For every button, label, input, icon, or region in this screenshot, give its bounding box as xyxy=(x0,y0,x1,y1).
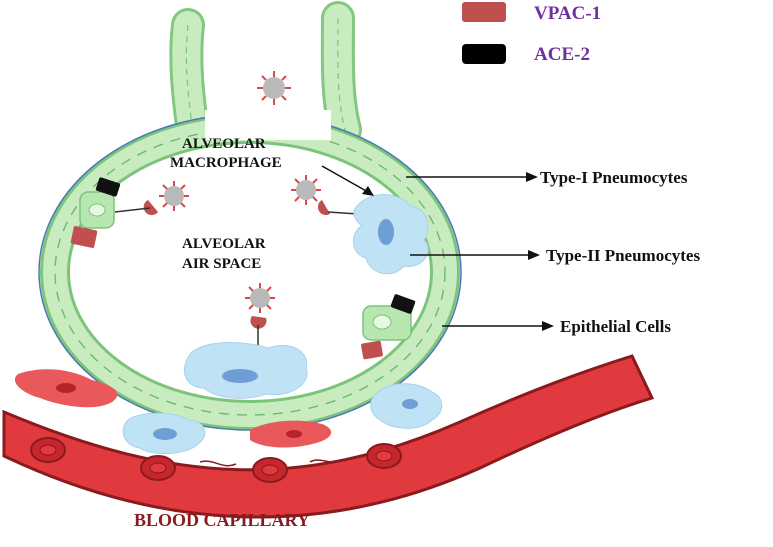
vpac1-receptor xyxy=(70,226,98,248)
bronchiole-right xyxy=(320,1,362,147)
virus-icon xyxy=(159,181,189,211)
ace2-legend-label: ACE-2 xyxy=(534,44,590,65)
epithelial-cells-label: Epithelial Cells xyxy=(560,317,671,336)
vpac1-receptors-bound xyxy=(114,200,359,348)
macrophage-lower-right xyxy=(370,383,443,429)
type2-cell-left xyxy=(70,177,121,248)
bronchiole-left xyxy=(169,8,209,142)
virus-particles xyxy=(159,71,321,313)
fibroblast-cells xyxy=(14,369,332,448)
alveolus-wall xyxy=(38,110,462,431)
red-blood-cells xyxy=(30,437,402,483)
air-space-label-line1: ALVEOLAR xyxy=(182,236,266,252)
virus-icon xyxy=(245,283,275,313)
ace2-receptor xyxy=(390,294,416,314)
macrophage-right xyxy=(353,194,429,275)
ace2-receptor xyxy=(95,177,121,197)
type2-cell-right xyxy=(361,294,416,360)
macrophage-lower-left xyxy=(122,412,206,455)
vpac1-legend-label: VPAC-1 xyxy=(534,3,601,24)
callout-arrows xyxy=(406,172,554,331)
type1-pneumocytes-label: Type-I Pneumocytes xyxy=(540,168,688,187)
macrophage-label-line1: ALVEOLAR xyxy=(182,136,266,152)
macrophage-label-line2: MACROPHAGE xyxy=(170,155,282,171)
virus-icon xyxy=(291,175,321,205)
type2-pneumocytes-label: Type-II Pneumocytes xyxy=(546,246,700,265)
virus-icon xyxy=(257,71,291,105)
vpac1-legend-swatch xyxy=(462,2,506,22)
macrophage-pointer xyxy=(321,165,374,196)
air-space-label-line2: AIR SPACE xyxy=(182,256,261,272)
vpac1-receptor xyxy=(361,340,383,360)
legend: VPAC-1 ACE-2 xyxy=(462,2,601,65)
macrophage-bottom xyxy=(183,342,308,399)
ace2-legend-swatch xyxy=(462,44,506,64)
blood-capillary xyxy=(2,354,655,519)
blood-capillary-label: BLOOD CAPILLARY xyxy=(134,510,310,530)
